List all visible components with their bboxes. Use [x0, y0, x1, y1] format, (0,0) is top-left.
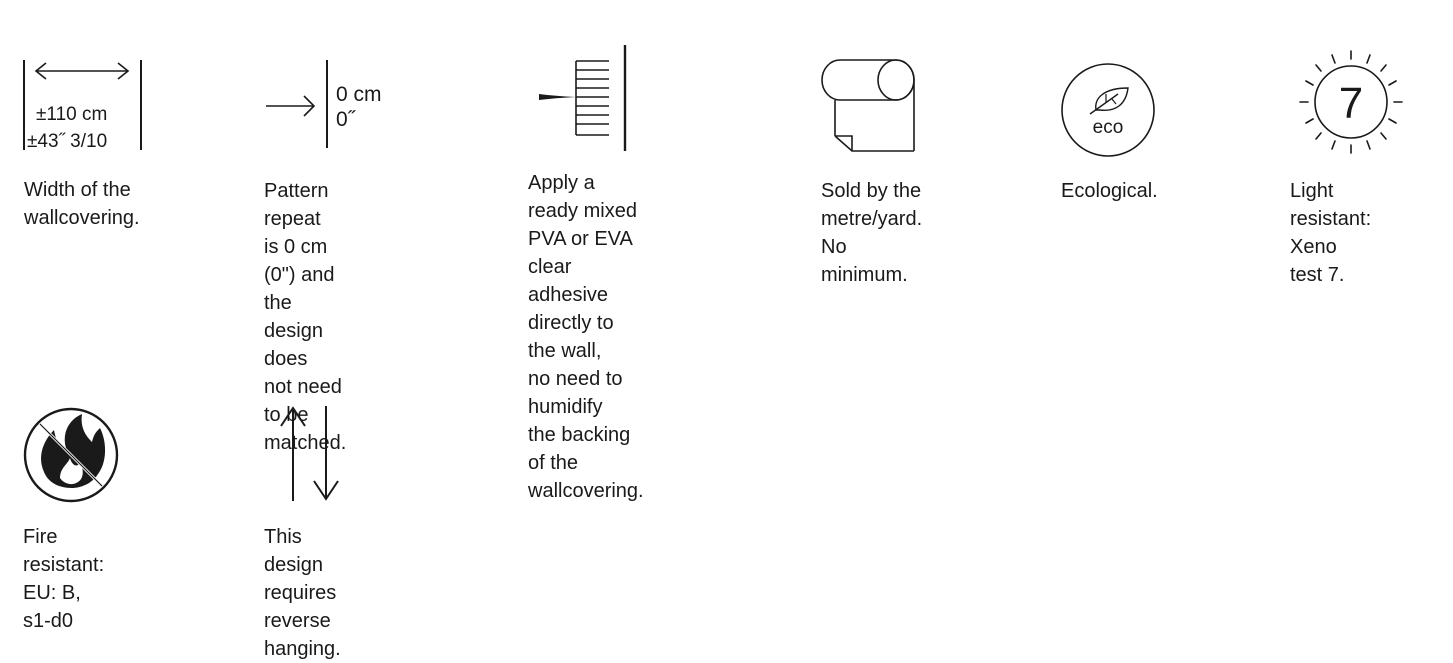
reverse-hanging-description: This design requires reverse hanging.: [264, 526, 341, 660]
fire-resistant-icon: [22, 406, 120, 504]
width-imperial-text: ±43˝ 3/10: [27, 131, 107, 152]
fire-resistant-description: Fire resistant: EU: B, s1-d0: [23, 526, 105, 632]
paste-the-wall-icon: [537, 44, 631, 152]
adhesive-description: Apply a ready mixed PVA or EVA clear adh…: [528, 172, 644, 502]
pattern-repeat-icon: 0 cm 0˝: [264, 58, 404, 150]
xeno-number-text: 7: [1339, 79, 1363, 128]
roll-icon: [820, 58, 918, 156]
width-description: Width of the wallcovering.: [24, 179, 140, 229]
light-resistant-description: Light resistant: Xeno test 7.: [1290, 180, 1372, 286]
eco-label-text: eco: [1093, 117, 1124, 138]
repeat-metric-text: 0 cm: [336, 83, 382, 106]
reverse-hanging-icon: [278, 404, 344, 504]
ecological-description: Ecological.: [1061, 180, 1158, 202]
sold-by-metre-description: Sold by the metre/yard. No minimum.: [821, 180, 923, 286]
width-metric-text: ±110 cm: [36, 104, 107, 125]
repeat-imperial-text: 0˝: [336, 108, 357, 131]
eco-leaf-icon: eco: [1060, 62, 1156, 158]
sun-light-icon: 7: [1292, 47, 1412, 161]
width-arrow-icon: ±110 cm ±43˝ 3/10: [22, 58, 146, 152]
